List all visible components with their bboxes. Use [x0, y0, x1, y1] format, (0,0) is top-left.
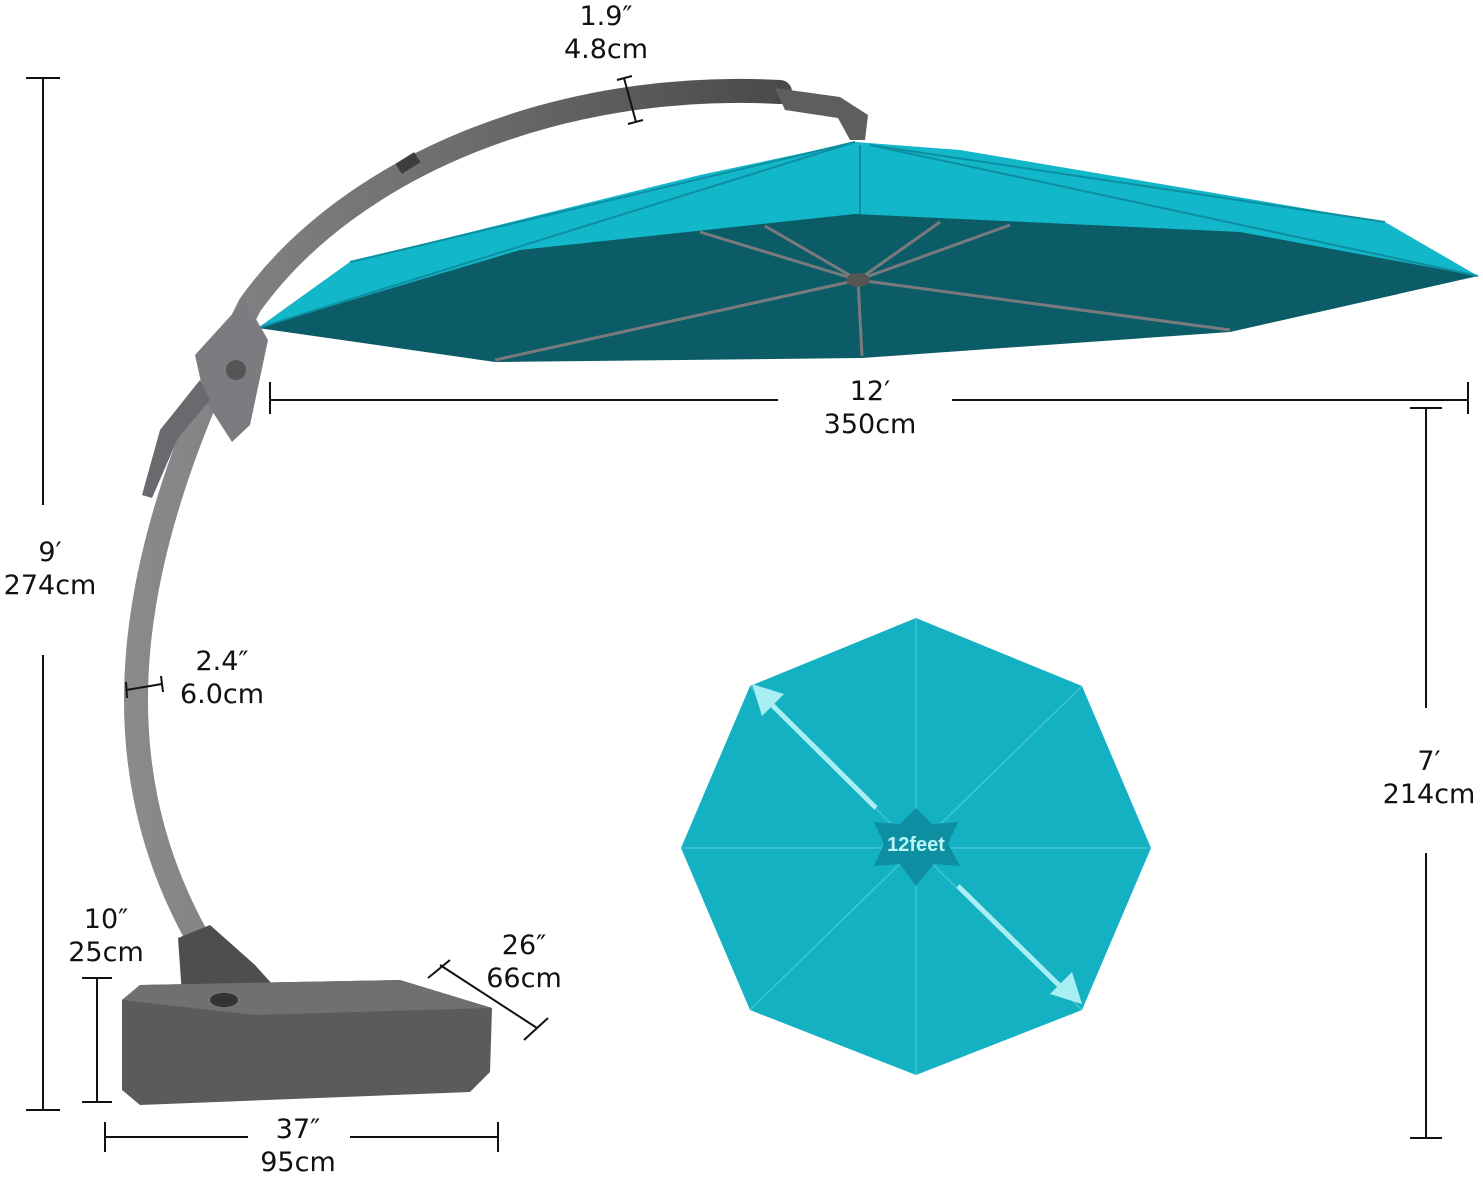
top-connector [775, 88, 868, 140]
clearance-metric: 214cm [1382, 779, 1476, 810]
base-width-dimension-label: 37″ 95cm [260, 1113, 336, 1179]
clearance-dimension-label: 7′ 214cm [1383, 745, 1476, 811]
base-height-imperial: 10″ [83, 904, 129, 935]
octagon-center-star [874, 808, 960, 886]
base-height-metric: 25cm [68, 937, 144, 968]
base-width-imperial: 37″ [275, 1114, 321, 1145]
canopy-seams [257, 141, 1479, 329]
rib-top-metric: 4.8cm [563, 34, 649, 65]
base-body [122, 980, 492, 1105]
base-depth-metric: 66cm [486, 963, 562, 994]
pole [124, 78, 792, 947]
dimension-lines [26, 75, 1469, 1152]
total-height-metric: 274cm [3, 570, 97, 601]
base-mount [178, 925, 282, 995]
pole-metric: 6.0cm [179, 679, 265, 710]
rib-top-imperial: 1.9″ [579, 1, 633, 32]
canopy-top [258, 142, 1478, 328]
base-depth-dimension-label: 26″ 66cm [486, 929, 562, 995]
rib-top-dimension-label: 1.9″ 4.8cm [564, 0, 648, 66]
octagon-diameter-arrow [760, 693, 1072, 998]
octagon-diameter-label: 12feet [887, 834, 945, 856]
top-view-octagon: 12feet [681, 618, 1151, 1075]
canopy-span-dimension-label: 12′ 350cm [824, 375, 917, 441]
total-height-dimension-label: 9′ 274cm [4, 536, 97, 602]
base-top [122, 980, 492, 1015]
crank-knob [226, 360, 246, 380]
base-height-dimension-label: 10″ 25cm [68, 903, 144, 969]
arrow-head-top [752, 684, 784, 716]
canopy-hub [846, 273, 870, 287]
pole-dimension-label: 2.4″ 6.0cm [180, 645, 264, 711]
canopy-span-imperial: 12′ [849, 376, 891, 407]
pole-clip [395, 152, 421, 174]
total-height-imperial: 9′ [38, 537, 62, 568]
base-fill-cap [210, 993, 238, 1007]
tilt-handle [142, 380, 210, 498]
pole-imperial: 2.4″ [195, 646, 249, 677]
base-width-metric: 95cm [260, 1147, 336, 1178]
canopy-ribs [494, 220, 1231, 362]
canopy-span-metric: 350cm [823, 409, 917, 440]
arrow-head-bottom [1050, 972, 1082, 1004]
clearance-imperial: 7′ [1417, 746, 1441, 777]
base-depth-imperial: 26″ [501, 930, 547, 961]
